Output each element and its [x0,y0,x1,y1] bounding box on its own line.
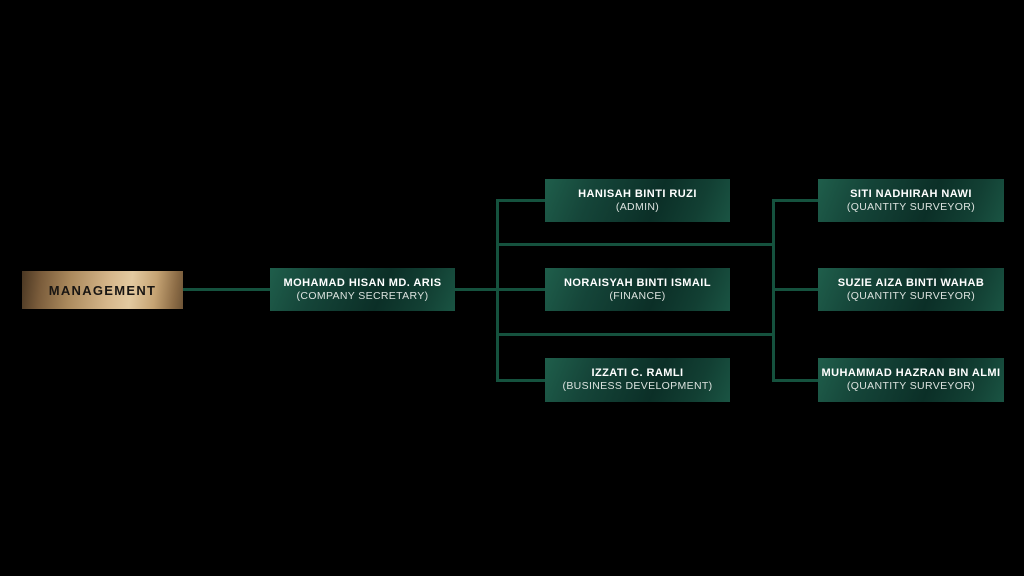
node-name: SITI NADHIRAH NAWI [850,187,972,200]
node-name: NORAISYAH BINTI ISMAIL [563,276,711,289]
node-role: (ADMIN) [615,200,660,213]
node-business-development: IZZATI C. RAMLI (BUSINESS DEVELOPMENT) [545,358,730,402]
connector-trunk-qs1 [773,199,818,202]
node-company-secretary: MOHAMAD HISAN MD. ARIS (COMPANY SECRETAR… [270,268,455,311]
node-quantity-surveyor-3: MUHAMMAD HAZRAN BIN ALMI (QUANTITY SURVE… [818,358,1004,402]
connector-management-secretary [183,288,270,291]
connector-cross-link-bottom [497,333,775,336]
node-role: (COMPANY SECRETARY) [296,289,429,302]
node-name: SUZIE AIZA BINTI WAHAB [837,276,985,289]
connector-trunk-qs2 [773,288,818,291]
node-quantity-surveyor-2: SUZIE AIZA BINTI WAHAB (QUANTITY SURVEYO… [818,268,1004,311]
connector-middle-trunk [496,199,499,382]
node-management: MANAGEMENT [22,271,183,309]
node-name: IZZATI C. RAMLI [591,367,684,380]
connector-cross-link-top [497,243,775,246]
node-name: MOHAMAD HISAN MD. ARIS [283,276,442,289]
node-role: (QUANTITY SURVEYOR) [846,380,976,393]
node-role: (BUSINESS DEVELOPMENT) [562,380,713,393]
node-role: (QUANTITY SURVEYOR) [846,289,976,302]
node-quantity-surveyor-1: SITI NADHIRAH NAWI (QUANTITY SURVEYOR) [818,179,1004,222]
node-name: HANISAH BINTI RUZI [578,187,697,200]
node-finance: NORAISYAH BINTI ISMAIL (FINANCE) [545,268,730,311]
node-admin: HANISAH BINTI RUZI (ADMIN) [545,179,730,222]
node-name: MUHAMMAD HAZRAN BIN ALMI [821,367,1001,380]
connector-secretary-trunk [455,288,545,291]
node-role: (QUANTITY SURVEYOR) [846,200,976,213]
connector-trunk-qs3 [773,379,818,382]
connector-trunk-admin [497,199,545,202]
node-management-label: MANAGEMENT [48,282,157,298]
connector-trunk-bizdev [497,379,545,382]
node-role: (FINANCE) [609,289,666,302]
